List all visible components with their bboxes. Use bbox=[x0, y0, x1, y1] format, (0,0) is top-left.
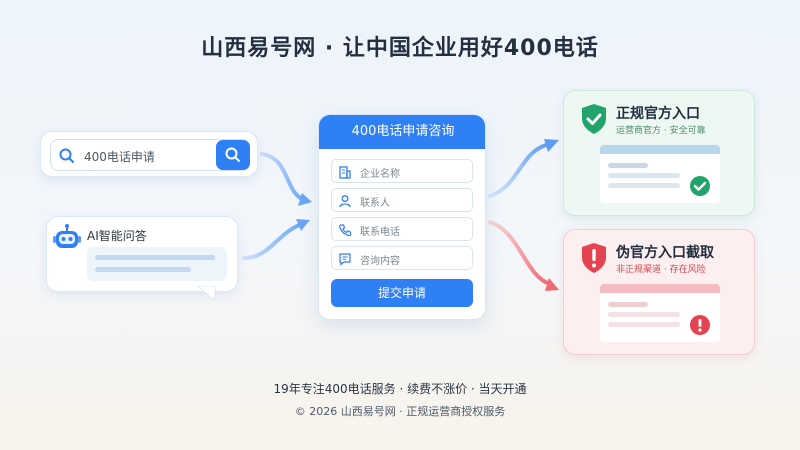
fake-subtitle: 非正规渠道 · 存在风险 bbox=[616, 265, 706, 275]
arrow-form-to-official bbox=[488, 142, 552, 198]
text-line bbox=[608, 322, 680, 327]
arrow-head-1 bbox=[298, 193, 312, 206]
text-line bbox=[608, 183, 680, 188]
phone-field[interactable]: 联系电话 bbox=[331, 217, 473, 241]
alert-circle-icon bbox=[690, 315, 710, 335]
field-placeholder: 联系电话 bbox=[360, 227, 400, 238]
window-titlebar bbox=[600, 145, 720, 154]
official-title: 正规官方入口 bbox=[616, 106, 700, 122]
arrow-search-to-form bbox=[260, 152, 307, 202]
search-input[interactable]: 400电话申请 bbox=[50, 139, 250, 171]
official-window-illustration bbox=[600, 145, 720, 203]
submit-button[interactable]: 提交申请 bbox=[331, 279, 473, 307]
text-line bbox=[608, 173, 680, 178]
text-line bbox=[608, 302, 648, 307]
arrow-form-to-fake bbox=[488, 220, 552, 286]
search-button[interactable] bbox=[216, 140, 250, 170]
official-entry-card[interactable]: 正规官方入口 运营商官方 · 安全可靠 bbox=[563, 90, 755, 216]
shield-check-icon bbox=[582, 104, 606, 134]
arrow-head-4 bbox=[545, 278, 559, 291]
fake-window-illustration bbox=[600, 284, 720, 342]
ai-chat-bubble bbox=[87, 247, 227, 281]
text-line bbox=[608, 163, 648, 168]
message-icon bbox=[339, 253, 351, 266]
check-circle-icon bbox=[690, 176, 710, 196]
building-icon bbox=[339, 166, 351, 179]
phone-icon bbox=[338, 224, 352, 237]
search-icon bbox=[225, 147, 240, 162]
official-subtitle: 运营商官方 · 安全可靠 bbox=[616, 126, 706, 136]
footer-tagline: 19年专注400电话服务 · 续费不涨价 · 当天开通 bbox=[273, 382, 527, 396]
robot-icon bbox=[53, 224, 81, 248]
ai-chat-card[interactable]: AI智能问答 bbox=[46, 216, 238, 292]
person-icon bbox=[339, 195, 351, 208]
ai-chat-label: AI智能问答 bbox=[87, 229, 147, 243]
search-card: 400电话申请 bbox=[40, 131, 258, 177]
page-title: 山西易号网 · 让中国企业用好400电话 bbox=[201, 36, 599, 61]
field-placeholder: 咨询内容 bbox=[360, 256, 400, 267]
search-query: 400电话申请 bbox=[84, 150, 155, 164]
search-icon bbox=[59, 148, 74, 163]
shield-warning-icon bbox=[582, 243, 606, 273]
text-line bbox=[95, 267, 191, 272]
arrow-head-2 bbox=[296, 219, 310, 231]
contact-person-field[interactable]: 联系人 bbox=[331, 188, 473, 212]
footer-copyright: © 2026 山西易号网 · 正规运营商授权服务 bbox=[294, 405, 506, 418]
field-placeholder: 联系人 bbox=[360, 198, 390, 209]
company-name-field[interactable]: 企业名称 bbox=[331, 159, 473, 183]
arrow-head-3 bbox=[544, 139, 559, 152]
consult-form: 400电话申请咨询 企业名称 联系人 联系电话 咨询内容 提交申请 bbox=[318, 114, 486, 320]
text-line bbox=[95, 255, 215, 260]
fake-title: 伪官方入口截取 bbox=[616, 245, 714, 261]
fake-entry-card[interactable]: 伪官方入口截取 非正规渠道 · 存在风险 bbox=[563, 229, 755, 355]
text-line bbox=[608, 312, 680, 317]
window-titlebar bbox=[600, 284, 720, 293]
message-field[interactable]: 咨询内容 bbox=[331, 246, 473, 270]
chat-tail bbox=[198, 286, 217, 301]
field-placeholder: 企业名称 bbox=[360, 169, 400, 180]
arrow-ai-to-form bbox=[242, 222, 304, 260]
form-title: 400电话申请咨询 bbox=[319, 115, 485, 149]
